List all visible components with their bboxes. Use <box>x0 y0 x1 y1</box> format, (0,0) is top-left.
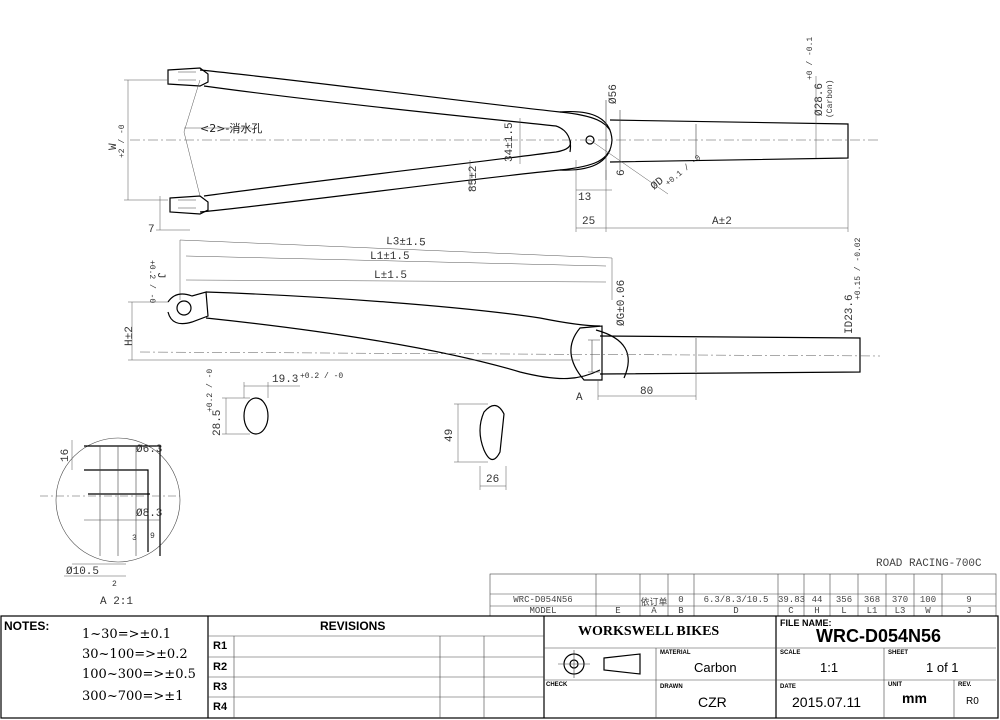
dim-80: 80 <box>640 386 653 398</box>
carbon-note: (Carbon) <box>826 80 835 118</box>
dim-6: 6 <box>616 169 628 176</box>
detail-dim-16: 16 <box>60 449 72 462</box>
section-A-mark: A <box>576 392 583 404</box>
fork-side-view: L3±1.5 L1±1.5 L±1.5 J +0.2 / -0 H±2 ØG±0… <box>124 236 881 404</box>
dim-28-6: Ø28.6 <box>814 83 826 116</box>
dim-W-tol: +2 / -0 <box>118 124 127 158</box>
detail-A: 16 Ø6.3 Ø8.3 Ø10.5 9 2 3 A 2:1 <box>40 437 181 608</box>
dim-19-3-tol: +0.2 / -0 <box>300 372 343 381</box>
dim-34: 34±1.5 <box>504 122 516 162</box>
detail-dim-3: 3 <box>132 534 137 543</box>
detail-dim-10-5: Ø10.5 <box>66 566 99 578</box>
dim-ID: ID23.6 <box>844 294 856 334</box>
detail-dim-8-3: Ø8.3 <box>136 508 162 520</box>
dim-26: 26 <box>486 474 499 486</box>
dim-ID-tol: +0.15 / -0.02 <box>854 237 863 300</box>
dim-85: 85±2 <box>468 166 480 192</box>
dim-49: 49 <box>444 429 456 442</box>
dim-D: ØD <box>649 175 667 193</box>
detail-label: A 2:1 <box>100 596 133 608</box>
dim-7: 7 <box>148 224 155 236</box>
dim-J-tol: +0.2 / -0 <box>147 260 156 303</box>
dim-19-3: 19.3 <box>272 374 298 386</box>
dim-L1: L1±1.5 <box>370 251 410 263</box>
fork-front-view: W +2 / -0 <2>-消水孔 34±1.5 85±2 Ø56 Ø28.6 … <box>108 37 880 236</box>
dim-28-5-tol: +0.2 / -0 <box>206 369 215 412</box>
dim-J: J <box>154 272 166 279</box>
detail-dim-9: 9 <box>150 532 155 541</box>
dim-25: 25 <box>582 216 595 228</box>
dim-28-5: 28.5 <box>212 410 224 436</box>
dim-G: ØG±0.06 <box>616 280 628 326</box>
dim-A: A±2 <box>712 216 732 228</box>
dim-28-6-tol: +0 / -0.1 <box>806 37 815 80</box>
detail-dim-6-3: Ø6.3 <box>136 444 162 456</box>
water-hole-label: <2>-消水孔 <box>200 121 262 135</box>
detail-dim-2: 2 <box>112 580 117 589</box>
dim-H: H±2 <box>124 326 136 346</box>
dim-L: L±1.5 <box>374 270 407 282</box>
dim-W: W <box>108 143 120 150</box>
cross-sections: 19.3 +0.2 / -0 28.5 +0.2 / -0 49 26 <box>206 369 507 490</box>
dim-D-tol: +0.1 / -0 <box>664 154 703 189</box>
title-block-grid <box>0 615 999 719</box>
dim-13: 13 <box>578 192 591 204</box>
dim-L3: L3±1.5 <box>386 236 426 249</box>
spec-table <box>489 573 997 617</box>
dim-56: Ø56 <box>608 84 620 104</box>
